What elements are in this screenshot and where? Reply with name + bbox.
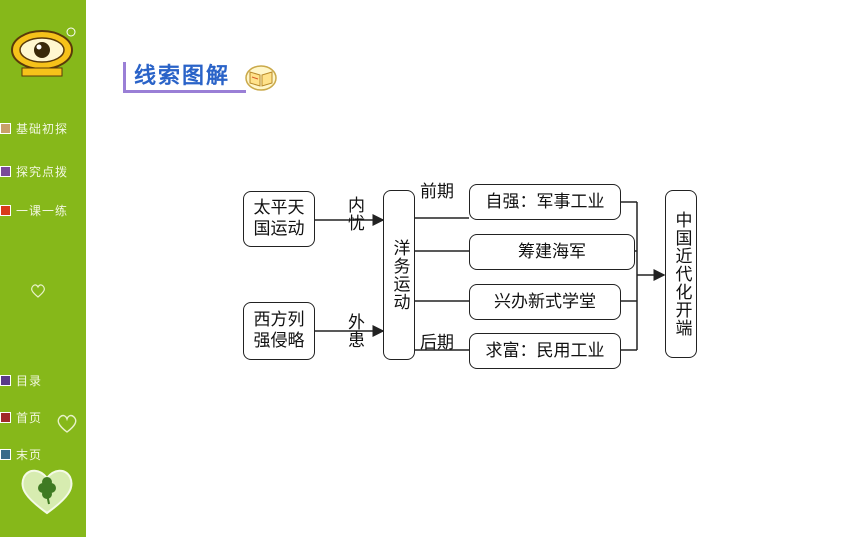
box-result-label: 中国近代化开端 bbox=[671, 211, 692, 337]
nav-square-icon bbox=[0, 412, 11, 423]
nav-square-icon bbox=[0, 166, 11, 177]
heart-clover-icon bbox=[21, 469, 73, 515]
title-bracket bbox=[123, 62, 246, 93]
nav-square-icon bbox=[0, 375, 11, 386]
box-civil-industry: 求富：民用工业 bbox=[469, 333, 621, 369]
heart-icon bbox=[57, 414, 77, 433]
box-item-label: 求富：民用工业 bbox=[485, 340, 605, 361]
box-navy: 筹建海军 bbox=[469, 234, 635, 270]
box-item-label: 自强：军事工业 bbox=[485, 191, 605, 212]
nav-item-home[interactable]: 首页 bbox=[0, 409, 42, 426]
nav-item-last[interactable]: 末页 bbox=[0, 446, 42, 463]
nav-item-contents[interactable]: 目录 bbox=[0, 372, 42, 389]
sidebar: 基础初探 探究点拨 一课一练 目录 首页 末页 bbox=[0, 0, 86, 537]
box-center-label: 洋务运动 bbox=[389, 239, 410, 311]
nav-square-icon bbox=[0, 205, 11, 216]
box-western-aggression: 西方列强侵略 bbox=[243, 302, 315, 360]
logo-icon bbox=[11, 27, 76, 77]
nav-item-practice[interactable]: 一课一练 bbox=[0, 202, 68, 219]
box-item-label: 筹建海军 bbox=[518, 241, 586, 262]
nav-item-label: 首页 bbox=[16, 411, 43, 425]
label-early-phase: 前期 bbox=[420, 182, 454, 202]
nav-item-label: 探究点拨 bbox=[16, 165, 69, 179]
box-modernization-start: 中国近代化开端 bbox=[665, 190, 697, 358]
nav-item-explore[interactable]: 探究点拨 bbox=[0, 163, 68, 180]
nav-square-icon bbox=[0, 123, 11, 134]
nav-item-label: 末页 bbox=[16, 448, 43, 462]
main-content: 线索图解 太平天国运动 西方列强侵略 内忧 外患 洋务运动 前期 bbox=[86, 0, 860, 537]
book-icon bbox=[245, 65, 277, 91]
nav-square-icon bbox=[0, 449, 11, 460]
box-taiping-label: 太平天国运动 bbox=[253, 198, 305, 239]
label-external-threat: 外患 bbox=[344, 313, 364, 349]
nav-item-label: 基础初探 bbox=[16, 122, 69, 136]
label-internal-trouble: 内忧 bbox=[344, 196, 364, 232]
nav-item-label: 目录 bbox=[16, 374, 43, 388]
nav-item-label: 一课一练 bbox=[16, 204, 69, 218]
box-taiping: 太平天国运动 bbox=[243, 191, 315, 247]
box-item-label: 兴办新式学堂 bbox=[494, 291, 596, 312]
nav-item-basic[interactable]: 基础初探 bbox=[0, 120, 68, 137]
box-military-industry: 自强：军事工业 bbox=[469, 184, 621, 220]
box-self-strengthening: 洋务运动 bbox=[383, 190, 415, 360]
box-western-label: 西方列强侵略 bbox=[253, 310, 305, 351]
page-title: 线索图解 bbox=[134, 64, 231, 89]
box-new-schools: 兴办新式学堂 bbox=[469, 284, 621, 320]
label-late-phase: 后期 bbox=[420, 333, 454, 353]
heart-icon bbox=[31, 284, 45, 298]
